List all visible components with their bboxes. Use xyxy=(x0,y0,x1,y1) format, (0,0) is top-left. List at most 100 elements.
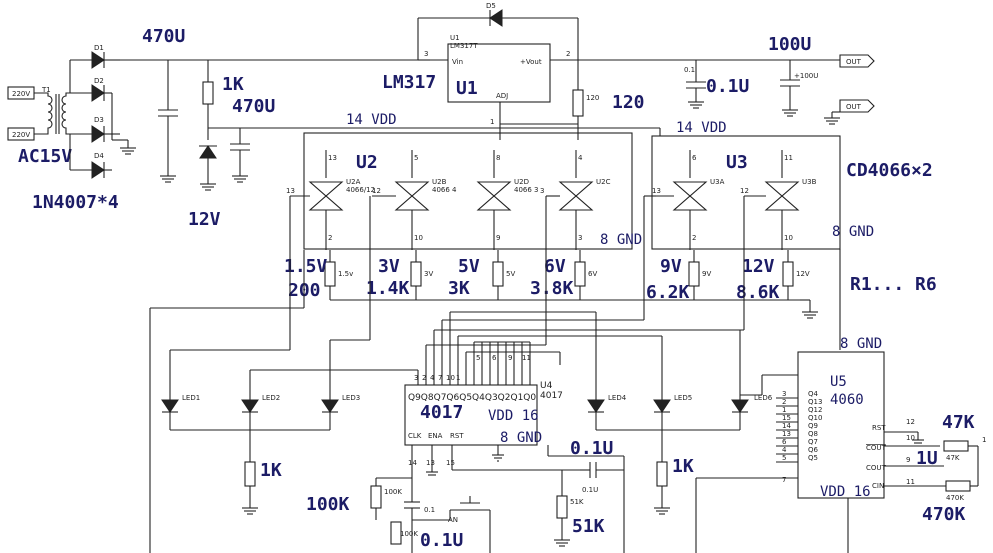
gate-5-pin-top: 11 xyxy=(784,154,793,162)
u4-vdd: VDD 16 xyxy=(488,408,539,424)
u5-pin-3: 3 xyxy=(782,390,786,398)
resistor-470k-small: 470K xyxy=(946,494,964,502)
resistor-100k-small: 100K xyxy=(384,488,402,496)
diode-d5 xyxy=(489,9,503,27)
gate-1-pin-bot: 10 xyxy=(414,234,423,242)
pin-vout: +Vout xyxy=(520,58,542,66)
gate-1-pin-top: 5 xyxy=(414,154,418,162)
gate-4-pin-top: 6 xyxy=(692,154,697,162)
transformer: T1 xyxy=(34,86,70,135)
resistor-51k xyxy=(556,495,568,519)
divider-v5: 12V xyxy=(742,256,775,277)
divider-resistor-2 xyxy=(492,261,504,287)
u5-vdd: VDD 16 xyxy=(820,484,871,500)
u5-part: 4060 xyxy=(830,392,864,408)
u4-top-pin-3: 7 xyxy=(438,374,442,382)
diode-d3: D3 xyxy=(94,116,104,124)
u5-pin-5: 5 xyxy=(782,454,786,462)
resistor-1k-label: 1K xyxy=(222,74,244,95)
side-pin-2: 3 xyxy=(540,187,544,195)
divider-v3-small: 6V xyxy=(588,270,597,278)
led-5: LED6 xyxy=(731,394,773,430)
u4-body xyxy=(404,384,538,446)
cap-out1-small: 0.1 xyxy=(684,66,695,74)
divider-r3: 3.8K xyxy=(530,278,574,299)
gate-5-pin-bot: 10 xyxy=(784,234,793,242)
gate-3-pin-top: 4 xyxy=(578,154,583,162)
resistor-120 xyxy=(572,89,584,117)
led-3-label: LED4 xyxy=(608,394,627,402)
divider-v0-small: 1.5v xyxy=(338,270,353,278)
u4-part-label: 4017 xyxy=(420,402,463,423)
u5-pin-4: 4 xyxy=(782,446,787,454)
divider-resistor-4 xyxy=(688,261,700,287)
ac-port-top-label: 220V xyxy=(12,90,30,98)
regulator-ref: U1 xyxy=(456,78,478,99)
out-port-2 xyxy=(839,99,875,113)
gate-2-sub: 4066 3 xyxy=(514,186,539,194)
gate-0-sub: 4066/12 xyxy=(346,186,375,194)
cap-out2-label: 100U xyxy=(768,34,811,55)
u4-pin-14: 14 xyxy=(408,459,417,467)
divider-section: 1.5V 200 1.5v 3V 1.4K 3V 5V 3K 5V 6V 3.8… xyxy=(284,250,937,319)
u5-pin-15: 15 xyxy=(782,414,791,422)
side-pin-1: 12 xyxy=(372,187,381,195)
divider-resistor-3 xyxy=(574,261,586,287)
led-4: LED5 xyxy=(653,394,692,462)
u4-top-pin-8: 9 xyxy=(508,354,512,362)
divider-r5: 8.6K xyxy=(736,282,780,303)
cap-bottom-small: 0.1 xyxy=(424,506,435,514)
u5-q10: Q10 xyxy=(808,414,822,422)
u5-ref: U5 xyxy=(830,374,847,390)
led-resistor-left xyxy=(244,461,256,487)
u2-vdd: 14 VDD xyxy=(346,112,397,128)
u4-cap-small: 0.1U xyxy=(582,486,598,494)
regulator-section: U1 LM317T Vin +Vout ADJ U1 LM317 3 2 1 D… xyxy=(382,2,875,140)
gate-3-pin-bot: 3 xyxy=(578,234,582,242)
led-0-label: LED1 xyxy=(182,394,200,402)
u3-vdd: 14 VDD xyxy=(676,120,727,136)
divider-resistor-1 xyxy=(410,261,422,287)
u2-outline xyxy=(303,132,633,250)
gate-4-tag: U3A xyxy=(710,178,725,186)
regulator-part-small: LM317T xyxy=(450,42,478,50)
u4-pin-13: 13 xyxy=(426,459,435,467)
u5-q9: Q9 xyxy=(808,422,818,430)
u5-pin-1: 1 xyxy=(782,406,786,414)
u5-q7: Q7 xyxy=(808,438,818,446)
u5-gnd: 8 GND xyxy=(840,336,882,352)
u3-gnd: 8 GND xyxy=(832,224,874,240)
counter-section: Q9Q8Q7Q6Q5Q4Q3Q2Q1Q0 4017 VDD 16 8 GND U… xyxy=(306,354,625,553)
oscillator-section: 8 GND U5 4060 VDD 16 Q4 Q13 Q12 Q10 Q9 Q… xyxy=(695,249,986,553)
side-pin-3: 13 xyxy=(652,187,661,195)
zener-label: 12V xyxy=(188,209,221,230)
u5-pin-14: 14 xyxy=(782,422,791,430)
u5-pin-cout: COUT xyxy=(866,464,887,472)
gate-3-tag: U2C xyxy=(596,178,611,186)
divider-r2: 3K xyxy=(448,278,470,299)
resistor-51k-label: 51K xyxy=(572,516,605,537)
u5-q12: Q12 xyxy=(808,406,822,414)
switch-part-label: CD4066×2 xyxy=(846,160,933,181)
u2-gnd: 8 GND xyxy=(600,232,642,248)
divider-v0: 1.5V xyxy=(284,256,328,277)
out-port-1 xyxy=(839,54,875,68)
u2-label: U2 xyxy=(356,152,378,173)
divider-v1: 3V xyxy=(378,256,400,277)
u4-outputs: Q9Q8Q7Q6Q5Q4Q3Q2Q1Q0 xyxy=(408,393,536,403)
u5-pin-13: 13 xyxy=(782,430,791,438)
u4-top-pin-2: 4 xyxy=(430,374,435,382)
resistor-470k-label: 470K xyxy=(922,504,966,525)
u5-pin-num-10: 10 xyxy=(906,434,915,442)
led-5-label: LED6 xyxy=(754,394,773,402)
led-1-label: LED2 xyxy=(262,394,280,402)
u4-top-pin-9: 11 xyxy=(522,354,531,362)
pin-vin: Vin xyxy=(452,58,463,66)
u5-q5: Q5 xyxy=(808,454,818,462)
one-label: 1 xyxy=(982,436,986,444)
led-0: LED1 xyxy=(161,394,200,430)
led-resistor-right xyxy=(656,461,668,487)
u3-outline xyxy=(651,135,841,250)
switch-section: 14 VDD 14 VDD U2 U3 8 GND 8 GND CD4066×2… xyxy=(286,112,933,250)
